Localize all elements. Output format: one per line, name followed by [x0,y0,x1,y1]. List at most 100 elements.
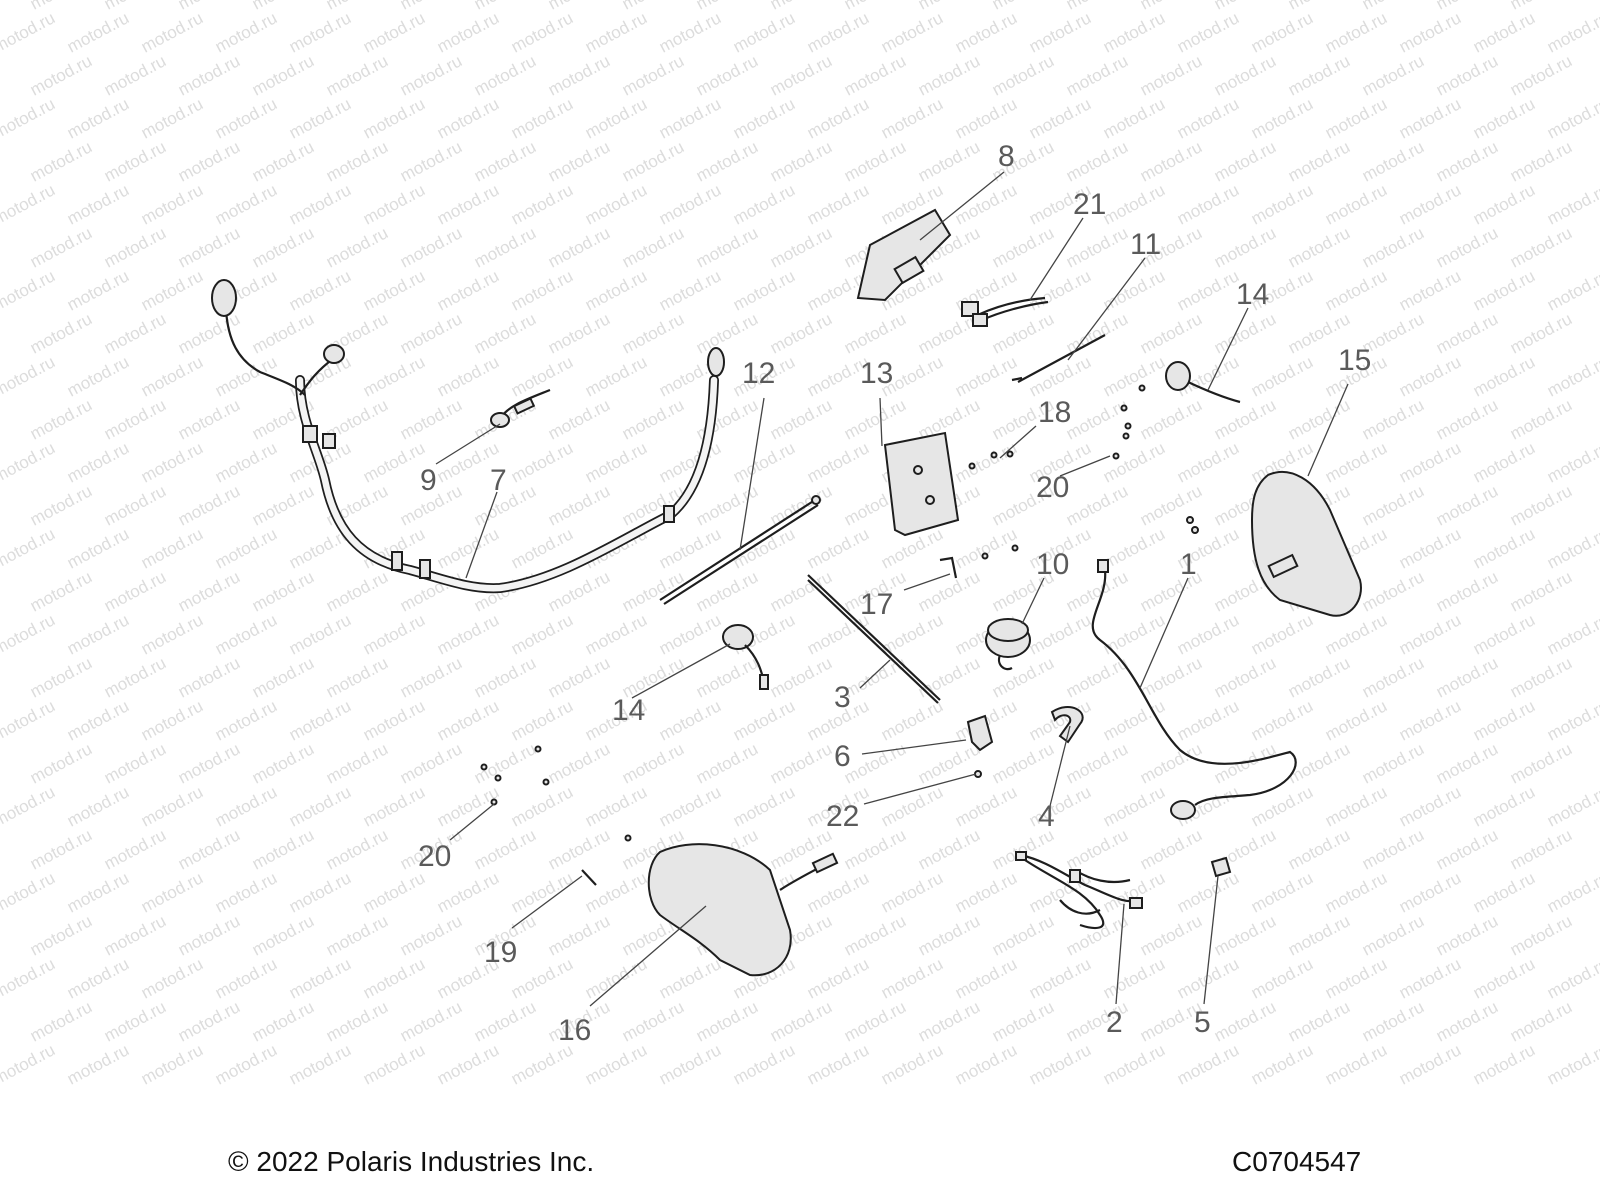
watermark-text: motod.ru [1433,51,1501,99]
watermark-text: motod.ru [656,696,724,744]
watermark-text: motod.ru [323,825,391,873]
watermark-text: motod.ru [1507,653,1575,701]
watermark-text: motod.ru [693,481,761,529]
watermark-text: motod.ru [1322,94,1390,142]
watermark-text: motod.ru [1470,438,1538,486]
watermark-text: motod.ru [101,825,169,873]
watermark-text: motod.ru [545,51,613,99]
watermark-text: motod.ru [730,180,798,228]
watermark-text: motod.ru [1063,223,1131,271]
callout-13: 13 [860,357,893,390]
watermark-text: motod.ru [138,610,206,658]
watermark-text: motod.ru [1470,610,1538,658]
watermark-text: motod.ru [989,997,1057,1045]
watermark-text: motod.ru [730,266,798,314]
watermark-text: motod.ru [101,223,169,271]
part-4-clip [1050,706,1084,744]
part-10-buzzer [985,618,1031,671]
watermark-text: motod.ru [286,782,354,830]
watermark-text: motod.ru [730,8,798,56]
watermark-text: motod.ru [693,739,761,787]
watermark-text: motod.ru [1359,997,1427,1045]
watermark-text: motod.ru [434,94,502,142]
watermark-text: motod.ru [693,567,761,615]
watermark-text: motod.ru [1396,8,1464,56]
watermark-text: motod.ru [360,868,428,916]
watermark-text: motod.ru [545,825,613,873]
watermark-text: motod.ru [1285,997,1353,1045]
watermark-text: motod.ru [1396,868,1464,916]
watermark-text: motod.ru [1507,309,1575,357]
watermark-text: motod.ru [1396,610,1464,658]
watermark-text: motod.ru [878,696,946,744]
watermark-text: motod.ru [1322,696,1390,744]
watermark-text: motod.ru [471,51,539,99]
watermark-text: motod.ru [693,309,761,357]
watermark-text: motod.ru [582,352,650,400]
watermark-text: motod.ru [1211,0,1279,14]
watermark-text: motod.ru [212,94,280,142]
watermark-text: motod.ru [1544,94,1600,142]
watermark-text: motod.ru [952,954,1020,1002]
watermark-text: motod.ru [1285,51,1353,99]
watermark-text: motod.ru [175,825,243,873]
watermark-text: motod.ru [1174,266,1242,314]
watermark-text: motod.ru [1285,137,1353,185]
watermark-text: motod.ru [101,51,169,99]
watermark-text: motod.ru [0,180,58,228]
callout-17: 17 [860,588,893,621]
callout-19: 19 [484,936,517,969]
watermark-text: motod.ru [508,610,576,658]
watermark-text: motod.ru [64,524,132,572]
callout-3: 3 [834,681,851,714]
watermark-text: motod.ru [286,266,354,314]
watermark-text: motod.ru [1544,782,1600,830]
watermark-text: motod.ru [1507,0,1575,14]
watermark-text: motod.ru [1359,739,1427,787]
watermark-text: motod.ru [915,137,983,185]
watermark-text: motod.ru [1248,782,1316,830]
watermark-text: motod.ru [989,223,1057,271]
watermark-text: motod.ru [471,137,539,185]
watermark-text: motod.ru [1100,868,1168,916]
callout-16: 16 [558,1014,591,1047]
watermark-text: motod.ru [693,653,761,701]
watermark-text: motod.ru [508,180,576,228]
watermark-text: motod.ru [1211,395,1279,443]
watermark-text: motod.ru [1026,94,1094,142]
watermark-text: motod.ru [952,782,1020,830]
watermark-text: motod.ru [545,653,613,701]
watermark-text: motod.ru [397,137,465,185]
watermark-text: motod.ru [1322,180,1390,228]
watermark-text: motod.ru [64,696,132,744]
watermark-text: motod.ru [360,696,428,744]
watermark-text: motod.ru [1100,954,1168,1002]
watermark-text: motod.ru [1100,180,1168,228]
watermark-text: motod.ru [1544,610,1600,658]
watermark-text: motod.ru [471,309,539,357]
watermark-text: motod.ru [1544,352,1600,400]
watermark-text: motod.ru [767,395,835,443]
watermark-text: motod.ru [1174,610,1242,658]
watermark-text: motod.ru [952,1040,1020,1088]
watermark-text: motod.ru [545,739,613,787]
watermark-text: motod.ru [397,223,465,271]
watermark-text: motod.ru [1211,137,1279,185]
watermark-text: motod.ru [1026,782,1094,830]
watermark-text: motod.ru [434,180,502,228]
callout-20-right: 20 [1036,471,1069,504]
watermark-text: motod.ru [323,0,391,14]
watermark-text: motod.ru [360,954,428,1002]
watermark-text: motod.ru [767,997,835,1045]
watermark-text: motod.ru [64,610,132,658]
watermark-text: motod.ru [471,739,539,787]
watermark-text: motod.ru [915,997,983,1045]
watermark-text: motod.ru [1470,782,1538,830]
watermark-text: motod.ru [952,868,1020,916]
part-3-rod [807,574,941,704]
watermark-text: motod.ru [286,954,354,1002]
watermark-text: motod.ru [0,266,58,314]
watermark-text: motod.ru [841,395,909,443]
watermark-text: motod.ru [841,137,909,185]
watermark-text: motod.ru [878,868,946,916]
